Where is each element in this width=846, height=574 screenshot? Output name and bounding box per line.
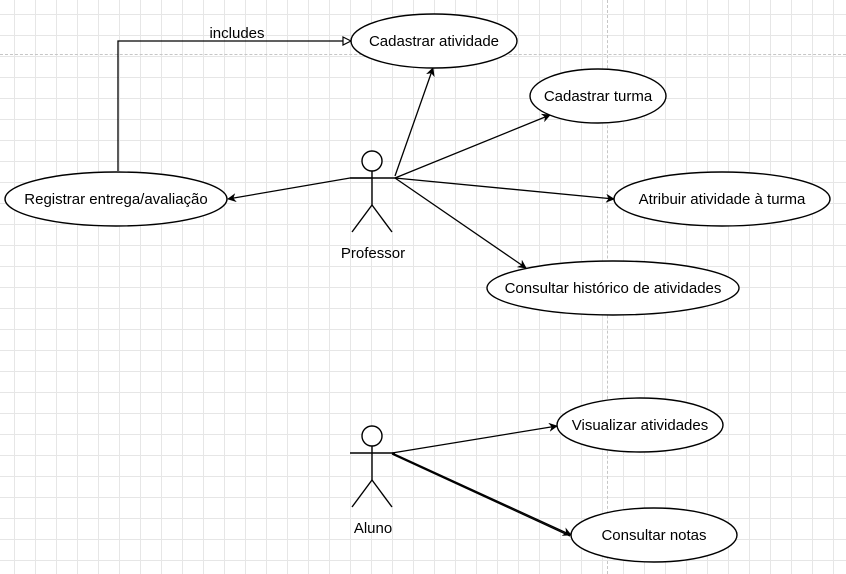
edge-aluno-consultar-notas[interactable] bbox=[391, 452, 572, 536]
edge-professor-consultar-historico[interactable] bbox=[394, 177, 527, 269]
edge-professor-atribuir-atividade[interactable] bbox=[394, 177, 615, 203]
actor-professor-head bbox=[361, 150, 383, 172]
actor-aluno-label: Aluno bbox=[354, 520, 392, 537]
actor-aluno-leg-right bbox=[371, 479, 393, 508]
actor-professor[interactable] bbox=[350, 150, 395, 233]
actor-professor-label: Professor bbox=[341, 245, 405, 262]
usecase-consultar-notas-label: Consultar notas bbox=[601, 527, 706, 544]
usecase-registrar-entrega[interactable] bbox=[4, 171, 228, 227]
usecase-atribuir-atividade-label: Atribuir atividade à turma bbox=[639, 191, 806, 208]
usecase-consultar-historico[interactable] bbox=[486, 260, 740, 316]
usecase-cadastrar-turma-label: Cadastrar turma bbox=[544, 88, 653, 105]
edge-professor-registrar-entrega[interactable] bbox=[227, 177, 372, 203]
actor-aluno-leg-left bbox=[351, 479, 373, 508]
edge-professor-cadastrar-atividade[interactable] bbox=[394, 67, 435, 177]
actor-professor-leg-right bbox=[371, 204, 393, 233]
usecase-registrar-entrega-label: Registrar entrega/avaliação bbox=[24, 191, 207, 208]
usecase-consultar-historico-label: Consultar histórico de atividades bbox=[505, 280, 722, 297]
usecase-cadastrar-turma[interactable] bbox=[529, 68, 667, 124]
includes-label: includes bbox=[209, 25, 264, 42]
usecase-consultar-notas[interactable] bbox=[570, 507, 738, 563]
edge-aluno-consultar-notas-double bbox=[391, 453, 571, 537]
actor-professor-leg-left bbox=[351, 204, 373, 233]
usecase-cadastrar-atividade[interactable] bbox=[350, 13, 518, 69]
edge-includes[interactable] bbox=[117, 41, 351, 171]
actor-aluno-head bbox=[361, 425, 383, 447]
usecase-cadastrar-atividade-label: Cadastrar atividade bbox=[369, 33, 499, 50]
usecase-visualizar-atividades-label: Visualizar atividades bbox=[572, 417, 708, 434]
edge-aluno-visualizar-atividades[interactable] bbox=[391, 422, 558, 454]
actor-aluno[interactable] bbox=[350, 425, 395, 508]
edge-professor-cadastrar-turma[interactable] bbox=[394, 113, 551, 179]
usecase-visualizar-atividades[interactable] bbox=[556, 397, 724, 453]
usecase-atribuir-atividade[interactable] bbox=[613, 171, 831, 227]
